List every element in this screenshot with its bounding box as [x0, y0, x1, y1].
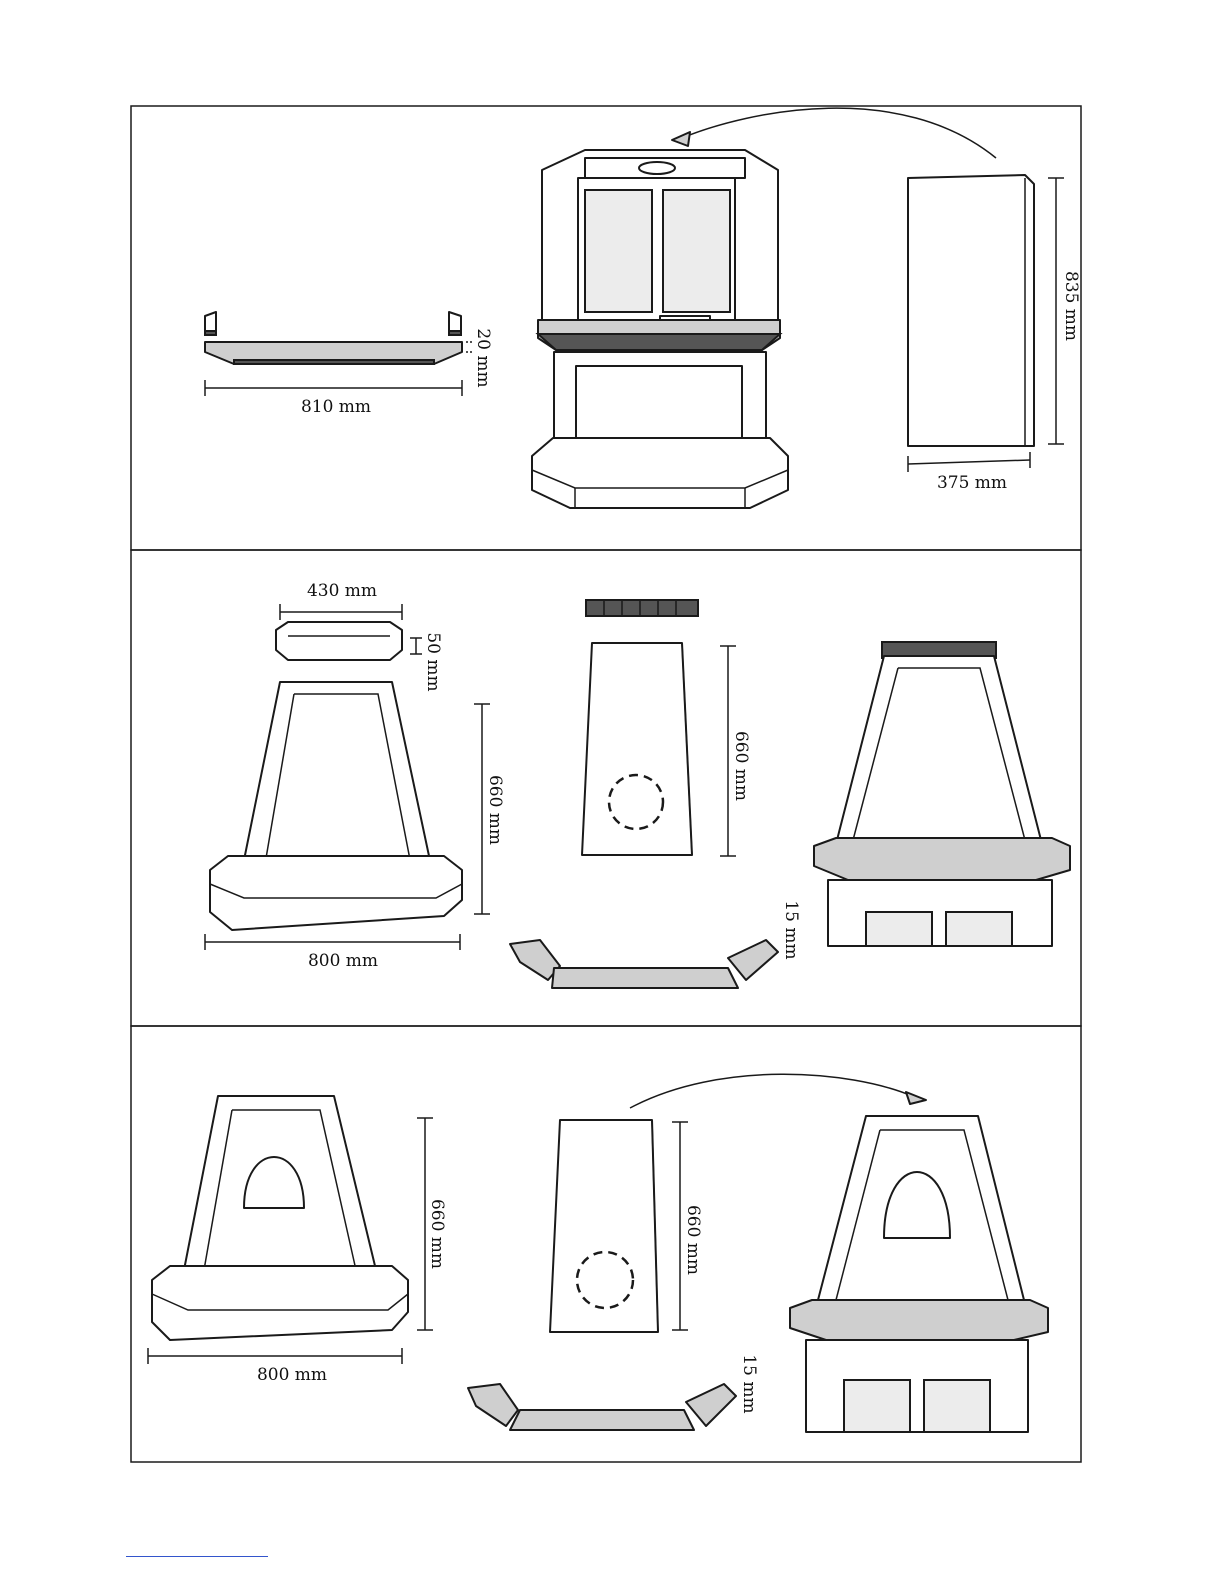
hood-bottom-width-dimension — [148, 1348, 402, 1364]
hood-middle-width-dimension — [205, 934, 460, 950]
hood-bottom-height-label: 660 mm — [427, 1199, 447, 1269]
move-arrow-head-bottom — [906, 1092, 926, 1104]
hood-middle-height-label: 660 mm — [485, 775, 505, 845]
base-plates-middle — [510, 940, 778, 988]
shelf-length-dimension — [205, 380, 462, 396]
top-ring-height-dimension — [410, 638, 422, 654]
shelf-length-label: 810 mm — [301, 397, 371, 417]
assembled-hood-bottom — [790, 1116, 1048, 1432]
hood-middle-width-label: 800 mm — [308, 951, 378, 971]
shelf-thickness-label: 20 mm — [473, 328, 493, 387]
back-plate-middle — [582, 643, 692, 855]
back-plate-bottom-height-label: 660 mm — [683, 1205, 703, 1275]
move-arrow-head-top — [672, 132, 690, 146]
shelf-assembly — [205, 312, 462, 364]
top-ring-dimension — [280, 604, 402, 620]
top-ring-height-label: 50 mm — [423, 632, 443, 691]
vent-grille — [586, 600, 698, 616]
side-panel-width-label: 375 mm — [937, 473, 1007, 493]
back-plate-bottom — [550, 1120, 658, 1332]
side-panel-width-dimension — [908, 452, 1030, 472]
assembled-hood-middle — [814, 642, 1070, 946]
plate-thickness-middle-label: 15 mm — [781, 900, 801, 959]
plate-thickness-bottom-label: 15 mm — [739, 1354, 759, 1413]
footer-rule — [126, 1556, 268, 1557]
move-arrow-bottom — [630, 1074, 912, 1108]
top-ring-width-label: 430 mm — [307, 581, 377, 601]
top-ring — [276, 622, 402, 660]
hood-middle — [210, 682, 462, 930]
shelf-thickness-dimension — [466, 342, 474, 352]
stove-illustration — [532, 150, 788, 508]
side-panel-height-label: 835 mm — [1061, 271, 1081, 341]
side-panel-plate — [908, 175, 1034, 446]
back-plate-middle-height-label: 660 mm — [731, 731, 751, 801]
base-plates-bottom — [468, 1384, 736, 1430]
hood-bottom-width-label: 800 mm — [257, 1365, 327, 1385]
hood-bottom — [152, 1096, 408, 1340]
